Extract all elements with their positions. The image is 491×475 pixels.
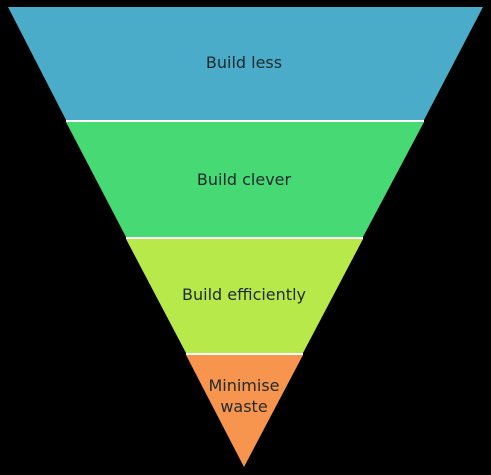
- tier-build-efficiently: [126, 239, 363, 353]
- tier-label-minimise: Minimise: [208, 376, 279, 395]
- tier-label-build-less: Build less: [206, 53, 282, 72]
- tier-label-waste: waste: [220, 397, 267, 416]
- tier-label-build-efficiently: Build efficiently: [182, 285, 306, 304]
- tier-build-clever: [66, 122, 424, 237]
- tier-label-build-clever: Build clever: [197, 170, 292, 189]
- tier-build-less: [8, 7, 483, 120]
- tier-minimise-waste: [186, 355, 303, 467]
